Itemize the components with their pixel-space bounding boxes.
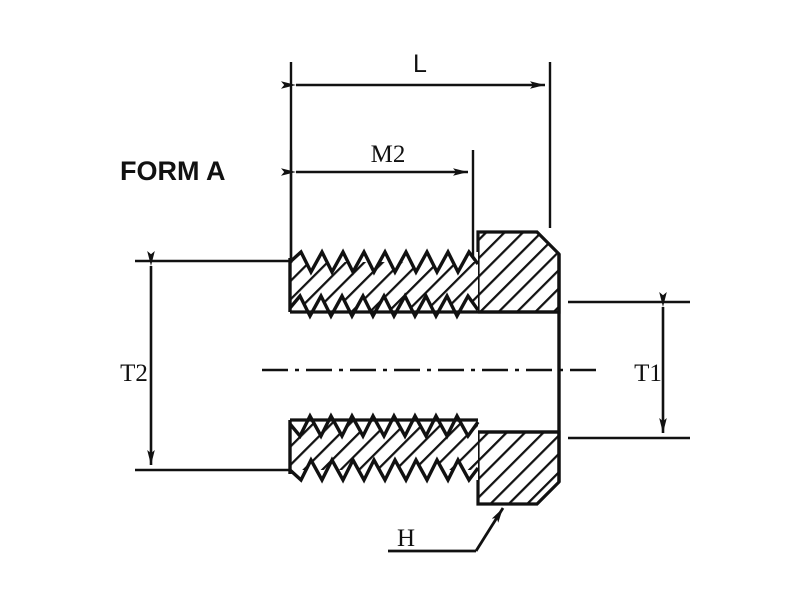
dimension-label-T1: T1: [634, 360, 662, 387]
H-leader-diagonal: [474, 507, 505, 552]
head-lower-section: [476, 430, 561, 506]
dimension-L: L: [281, 50, 552, 258]
thread-upper: [288, 248, 480, 322]
head-upper-section: [476, 230, 561, 314]
dimension-label-T2: T2: [120, 360, 148, 387]
dimension-label-M2: M2: [371, 141, 406, 168]
dimension-M2: M2: [281, 141, 475, 258]
dimension-T1: T1: [568, 292, 690, 440]
leader-H: H: [388, 507, 505, 553]
thread-lower: [288, 410, 480, 484]
dimension-T2: T2: [120, 251, 290, 472]
dimension-label-L: L: [413, 50, 427, 78]
form-title-label: FORM A: [120, 156, 225, 186]
dimension-label-H: H: [397, 525, 415, 552]
